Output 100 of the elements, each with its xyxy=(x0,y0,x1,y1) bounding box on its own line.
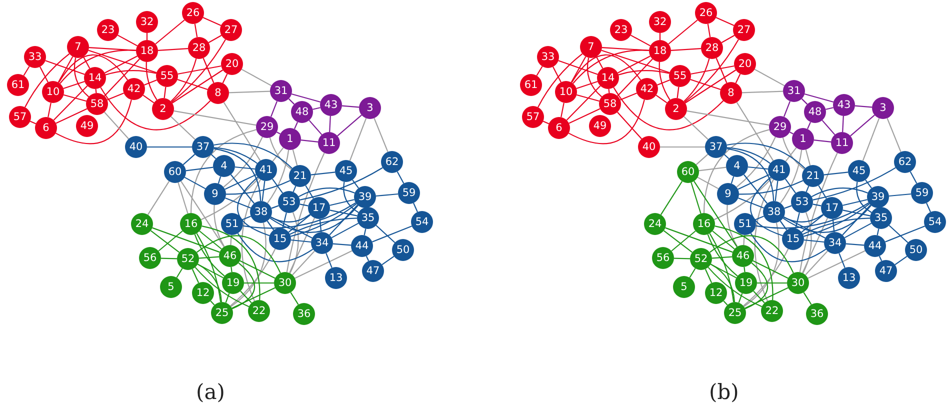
network-node: 27 xyxy=(733,19,755,41)
network-edge xyxy=(752,260,788,279)
network-edge xyxy=(811,188,868,198)
network-edge xyxy=(783,214,824,222)
network-node: 1 xyxy=(279,128,301,150)
network-edge xyxy=(180,180,224,248)
network-edge xyxy=(276,132,280,134)
network-edge xyxy=(552,66,562,82)
network-edge xyxy=(744,262,768,310)
network-edge xyxy=(708,266,762,308)
network-edge xyxy=(694,180,738,248)
network-edge xyxy=(104,112,129,140)
network-edge xyxy=(290,292,299,305)
network-edge xyxy=(366,256,370,262)
network-edge xyxy=(782,205,872,233)
network-edge xyxy=(374,118,388,152)
network-node: 53 xyxy=(278,191,300,213)
network-edge xyxy=(658,62,670,100)
network-edge xyxy=(803,292,812,305)
network-edge xyxy=(144,79,157,86)
network-edge xyxy=(222,74,228,84)
network-edge xyxy=(586,58,602,98)
network-edge xyxy=(330,210,358,216)
network-edge xyxy=(269,137,292,170)
network-node: 6 xyxy=(548,117,570,139)
network-edge xyxy=(396,171,404,184)
network-edge xyxy=(382,256,394,266)
network-edge xyxy=(40,66,48,82)
network-node: 14 xyxy=(597,67,619,89)
network-edge xyxy=(30,120,36,124)
network-edge xyxy=(684,116,708,140)
network-edge xyxy=(801,214,824,233)
network-edge xyxy=(199,230,222,250)
network-edge xyxy=(738,293,743,303)
network-edge xyxy=(224,174,256,190)
network-edge xyxy=(709,233,734,302)
network-node: 19 xyxy=(735,272,757,294)
network-edge xyxy=(538,53,583,108)
network-node: 10 xyxy=(42,81,64,103)
network-node: 11 xyxy=(831,132,853,154)
network-node: 54 xyxy=(924,211,946,233)
network-node: 54 xyxy=(411,211,433,233)
network-edge xyxy=(876,228,880,236)
network-edge xyxy=(878,256,882,262)
network-edge xyxy=(210,154,216,159)
network-edge xyxy=(364,228,366,236)
network-edge xyxy=(790,132,794,134)
network-node: 5 xyxy=(160,276,182,298)
network-node: 3 xyxy=(872,97,894,119)
network-node: 28 xyxy=(188,37,210,59)
network-edge xyxy=(726,148,774,202)
network-edge xyxy=(282,212,287,228)
network-edge xyxy=(176,268,183,278)
network-edge xyxy=(748,166,768,170)
network-node: 12 xyxy=(705,282,727,304)
network-edge xyxy=(230,222,266,308)
network-node: 47 xyxy=(362,260,384,282)
network-edge xyxy=(601,50,670,74)
network-node: 20 xyxy=(221,53,243,75)
network-node: 61 xyxy=(520,74,542,96)
network-edge xyxy=(170,58,197,102)
network-node: 22 xyxy=(248,300,270,322)
network-edge xyxy=(158,230,183,252)
network-node: 7 xyxy=(580,36,602,58)
network-node: 10 xyxy=(555,81,577,103)
network-edge xyxy=(802,218,828,274)
network-edge xyxy=(714,226,774,300)
network-edge xyxy=(202,17,222,26)
network-edge xyxy=(730,176,734,184)
network-edge xyxy=(782,137,805,170)
network-edge xyxy=(270,101,278,117)
network-edge xyxy=(808,250,866,279)
network-edge xyxy=(690,182,702,214)
network-edge xyxy=(560,102,564,118)
network-node: 18 xyxy=(649,40,671,62)
network-node: 30 xyxy=(274,272,296,294)
network-edge xyxy=(697,176,719,190)
network-edge xyxy=(568,108,600,124)
network-edge xyxy=(676,86,680,98)
network-node: 11 xyxy=(318,132,340,154)
network-edge xyxy=(750,176,783,236)
network-edge xyxy=(801,98,808,105)
network-node: 29 xyxy=(769,116,791,138)
network-node: 29 xyxy=(256,116,278,138)
network-edge xyxy=(286,152,325,272)
network-edge xyxy=(721,34,735,44)
network-node: 36 xyxy=(806,303,828,325)
network-edge xyxy=(707,24,711,38)
network-edge xyxy=(290,218,358,235)
network-edge xyxy=(743,234,745,246)
network-node: 57 xyxy=(522,106,544,128)
network-edge xyxy=(657,79,670,86)
network-edge xyxy=(856,182,872,213)
network-node: 45 xyxy=(848,160,870,182)
network-edge xyxy=(63,80,85,90)
network-edge xyxy=(230,266,232,272)
network-node: 35 xyxy=(357,207,379,229)
network-edge xyxy=(147,146,192,148)
network-edge xyxy=(743,248,789,306)
network-edge xyxy=(630,34,651,46)
